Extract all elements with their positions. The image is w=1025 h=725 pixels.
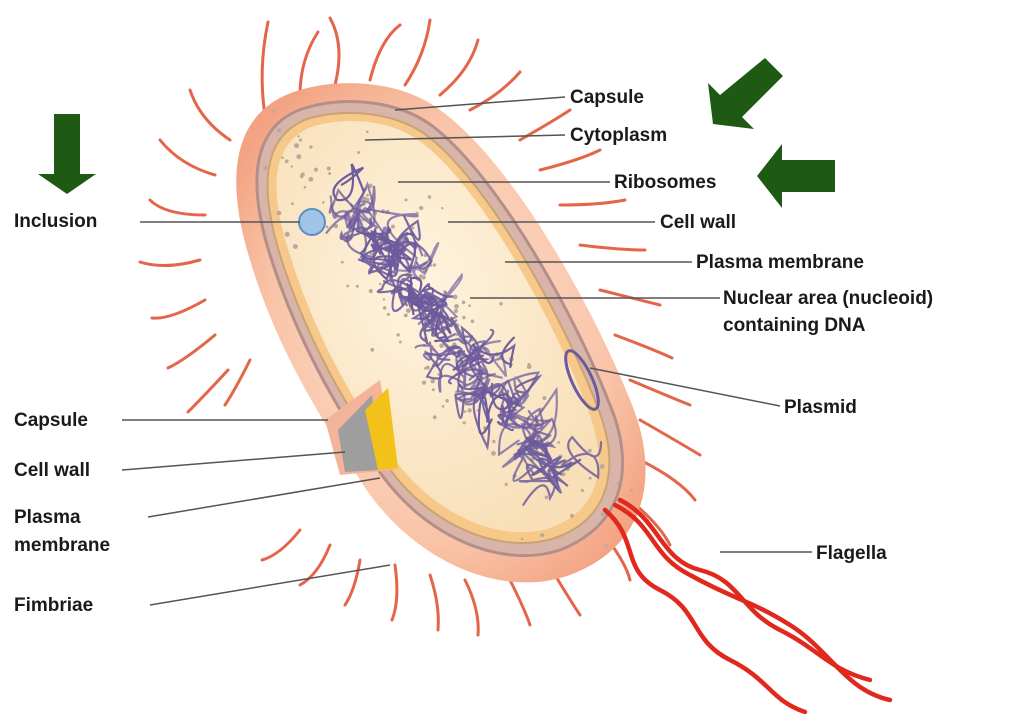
arrow-left-icon xyxy=(757,144,835,208)
label-plasma-membrane-left-line1: Plasma xyxy=(14,506,81,529)
label-fimbriae: Fimbriae xyxy=(14,594,93,617)
flagella xyxy=(605,500,890,712)
inclusion-granule xyxy=(299,209,325,235)
label-inclusion: Inclusion xyxy=(14,210,97,233)
label-cytoplasm: Cytoplasm xyxy=(570,124,667,147)
label-cell-wall-top: Cell wall xyxy=(660,211,736,234)
label-nuclear-area-line1: Nuclear area (nucleoid) xyxy=(723,287,933,310)
label-ribosomes: Ribosomes xyxy=(614,171,716,194)
label-plasmid: Plasmid xyxy=(784,396,857,419)
label-capsule-left: Capsule xyxy=(14,409,88,432)
label-cell-wall-left: Cell wall xyxy=(14,459,90,482)
label-plasma-membrane-top: Plasma membrane xyxy=(696,251,864,274)
label-flagella: Flagella xyxy=(816,542,887,565)
label-capsule-top: Capsule xyxy=(570,86,644,109)
arrow-down-left-icon xyxy=(708,58,783,129)
arrow-down-icon xyxy=(38,114,96,194)
label-plasma-membrane-left-line2: membrane xyxy=(14,534,110,557)
label-nuclear-area-line2: containing DNA xyxy=(723,314,866,337)
